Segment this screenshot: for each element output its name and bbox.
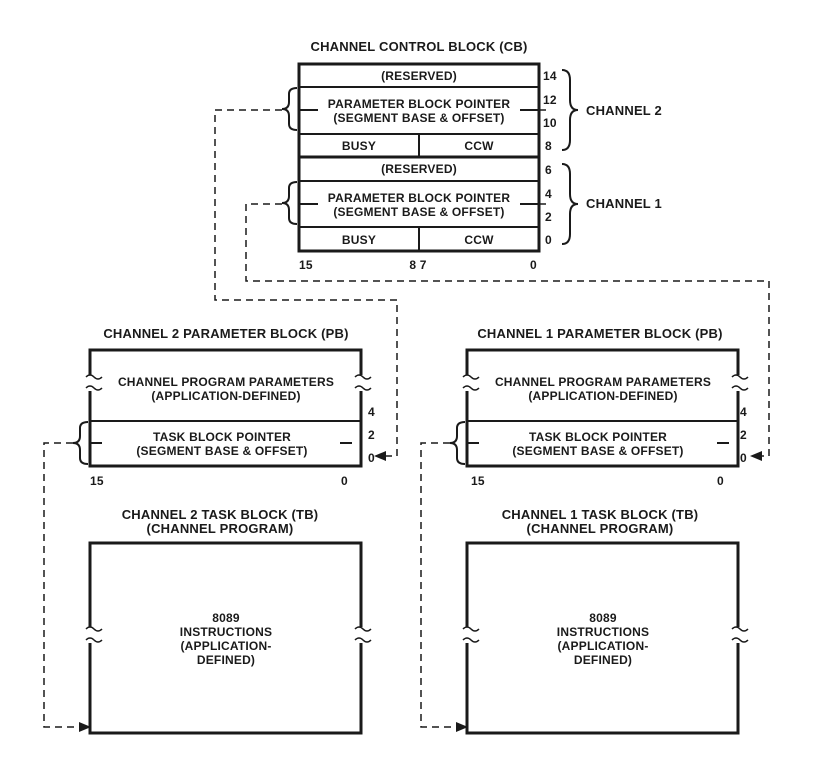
pb1-box [465,348,740,468]
channel2-brace [561,69,579,151]
cb-ccw-top: CCW [464,139,494,153]
pb2-offset-2: 2 [368,428,375,442]
pbp2-brace [281,87,298,131]
pb2-bit-15: 15 [90,474,104,488]
pb1-tbp-line1: TASK BLOCK POINTER [528,430,668,444]
channel2-label: CHANNEL 2 [586,103,662,118]
cb-bit-15: 15 [299,258,313,272]
cb-bit-0: 0 [530,258,537,272]
cb-ccw-bottom: CCW [464,233,494,247]
channel1-brace [561,163,579,245]
cb-pbp-top-line1: PARAMETER BLOCK POINTER [327,97,511,111]
ch1-tb-pointer-line [420,442,457,728]
cb-offset-12: 12 [543,93,557,107]
pb2-params-line2: (APPLICATION-DEFINED) [151,389,301,403]
tb1-body-line4: DEFINED) [573,653,633,667]
tb1-body-line3: (APPLICATION- [557,639,649,653]
tb2-body-line1: 8089 [212,611,240,625]
pb1-bit-15: 15 [471,474,485,488]
cb-offset-8: 8 [545,139,552,153]
arrowhead-tb2 [79,722,91,732]
tb1-body-line1: 8089 [589,611,617,625]
cb-busy-bottom: BUSY [341,233,377,247]
pb2-title: CHANNEL 2 PARAMETER BLOCK (PB) [103,326,349,341]
tb2-body-line3: (APPLICATION- [180,639,272,653]
pb2-offset-0: 0 [368,451,375,465]
cb-offset-14: 14 [543,69,557,83]
tbp2-brace [72,421,89,465]
pb2-offset-4: 4 [368,405,375,419]
arrowhead-tb1 [456,722,468,732]
cb-offset-6: 6 [545,163,552,177]
arrowhead-pb1 [750,451,762,461]
tb1-title-line2: (CHANNEL PROGRAM) [526,521,674,536]
ch1-pb-pointer-line [245,203,770,457]
pb1-params-line1: CHANNEL PROGRAM PARAMETERS [494,375,712,389]
cb-title: CHANNEL CONTROL BLOCK (CB) [310,39,528,54]
pb1-params-line2: (APPLICATION-DEFINED) [528,389,678,403]
pb1-tbp-line2: (SEGMENT BASE & OFFSET) [512,444,684,458]
tb1-title-line1: CHANNEL 1 TASK BLOCK (TB) [501,507,699,522]
tb2-title-line1: CHANNEL 2 TASK BLOCK (TB) [121,507,319,522]
tb2-body-line2: INSTRUCTIONS [179,625,273,639]
cb-offset-4: 4 [545,187,552,201]
cb-reserved-top: (RESERVED) [381,69,457,83]
cb-pbp-bottom-line1: PARAMETER BLOCK POINTER [327,191,511,205]
pb1-offset-2: 2 [740,428,747,442]
channel1-label: CHANNEL 1 [586,196,662,211]
arrowhead-pb2 [374,451,386,461]
cb-reserved-bottom: (RESERVED) [381,162,457,176]
tbp1-brace [449,421,466,465]
tb2-title-line2: (CHANNEL PROGRAM) [146,521,294,536]
cb-offset-2: 2 [545,210,552,224]
pb1-offset-0: 0 [740,451,747,465]
pb2-box [88,348,363,468]
pbp1-brace [281,181,298,225]
ch2-pb-pointer-line [214,109,398,457]
pb2-tbp-line1: TASK BLOCK POINTER [152,430,292,444]
pb2-tbp-line2: (SEGMENT BASE & OFFSET) [136,444,308,458]
tb1-body-line2: INSTRUCTIONS [556,625,650,639]
cb-pbp-bottom-line2: (SEGMENT BASE & OFFSET) [333,205,505,219]
cb-busy-top: BUSY [341,139,377,153]
ch2-tb-pointer-line [43,442,80,728]
pb1-offset-4: 4 [740,405,747,419]
cb-bit-8-7: 8 7 [409,258,427,272]
pb2-bit-0: 0 [341,474,348,488]
cb-offset-10: 10 [543,116,557,130]
pb1-title: CHANNEL 1 PARAMETER BLOCK (PB) [477,326,723,341]
cb-pbp-top-line2: (SEGMENT BASE & OFFSET) [333,111,505,125]
pb1-bit-0: 0 [717,474,724,488]
tb2-body-line4: DEFINED) [196,653,256,667]
pb2-params-line1: CHANNEL PROGRAM PARAMETERS [117,375,335,389]
cb-offset-0: 0 [545,233,552,247]
